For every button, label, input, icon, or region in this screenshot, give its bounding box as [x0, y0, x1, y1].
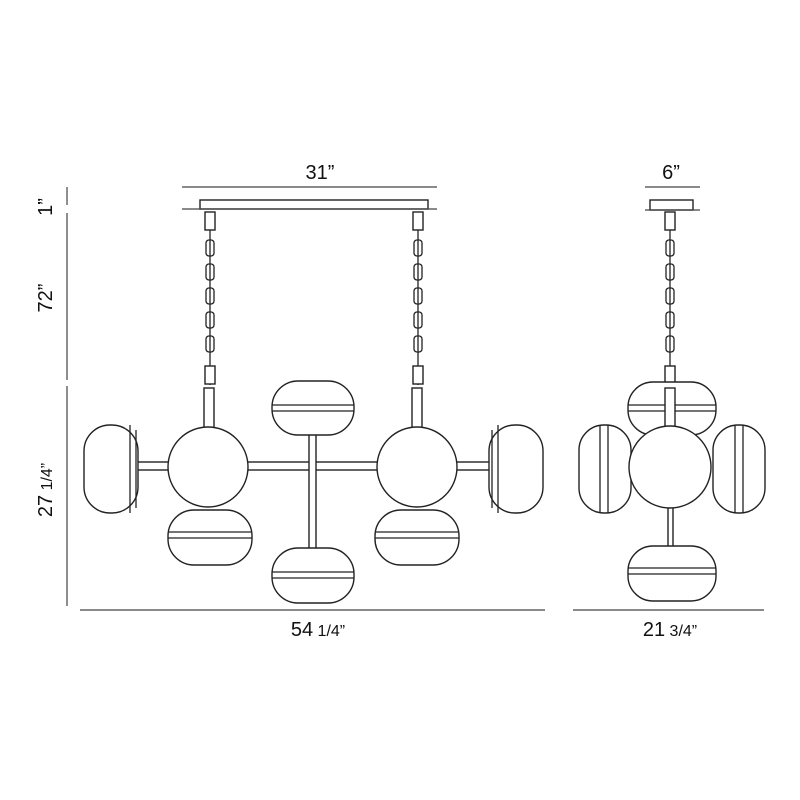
height-label-fixture: 27 1/4”: [35, 463, 57, 517]
canopy: [199, 199, 429, 210]
top-width-label: 31”: [306, 162, 335, 184]
canopy-width-label: 6”: [662, 162, 680, 184]
chain-left: [204, 211, 216, 385]
side-shade-right: [712, 424, 766, 514]
side-shade-left: [578, 424, 632, 514]
globe-left: [167, 426, 249, 508]
center-rod: [308, 431, 317, 551]
side-width-label: 21 3/4”: [643, 619, 697, 641]
shade-side-left: [83, 424, 139, 514]
side-view: 6” 21 3/4”: [573, 162, 766, 641]
chain-right: [412, 211, 424, 385]
overall-width-label: 54 1/4”: [291, 619, 345, 641]
side-globe: [628, 425, 712, 509]
side-canopy: [649, 199, 694, 211]
rod-right: [411, 387, 423, 434]
side-lower-rod: [667, 504, 674, 548]
shade-bottom: [271, 547, 355, 604]
side-chain: [664, 211, 676, 385]
globe-right: [376, 426, 458, 508]
shade-top: [271, 380, 355, 436]
height-label-canopy: 1”: [35, 198, 57, 216]
height-label-chain: 72”: [35, 284, 57, 313]
side-shade-bottom: [627, 545, 717, 602]
shade-side-right: [488, 424, 544, 514]
shade-lower-left: [167, 509, 253, 566]
front-view: 31”: [80, 162, 545, 641]
shade-lower-right: [374, 509, 460, 566]
rod-left: [203, 387, 215, 434]
